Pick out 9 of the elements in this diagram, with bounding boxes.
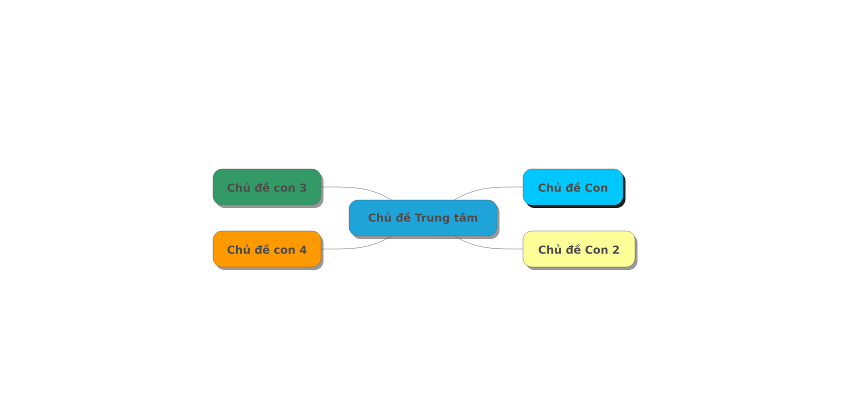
connector <box>454 186 523 200</box>
topic-box: Chủ đề Trung tâm <box>348 200 500 239</box>
topic-box: Chủ đề con 3 <box>212 168 324 208</box>
topic-box: Chủ đề con 4 <box>212 230 324 270</box>
topic-box: Chủ đề Con 2 <box>522 230 638 270</box>
connector <box>321 186 392 200</box>
connector <box>321 236 392 250</box>
topic-box: Chủ đề Con <box>522 168 626 208</box>
connector <box>454 236 523 250</box>
